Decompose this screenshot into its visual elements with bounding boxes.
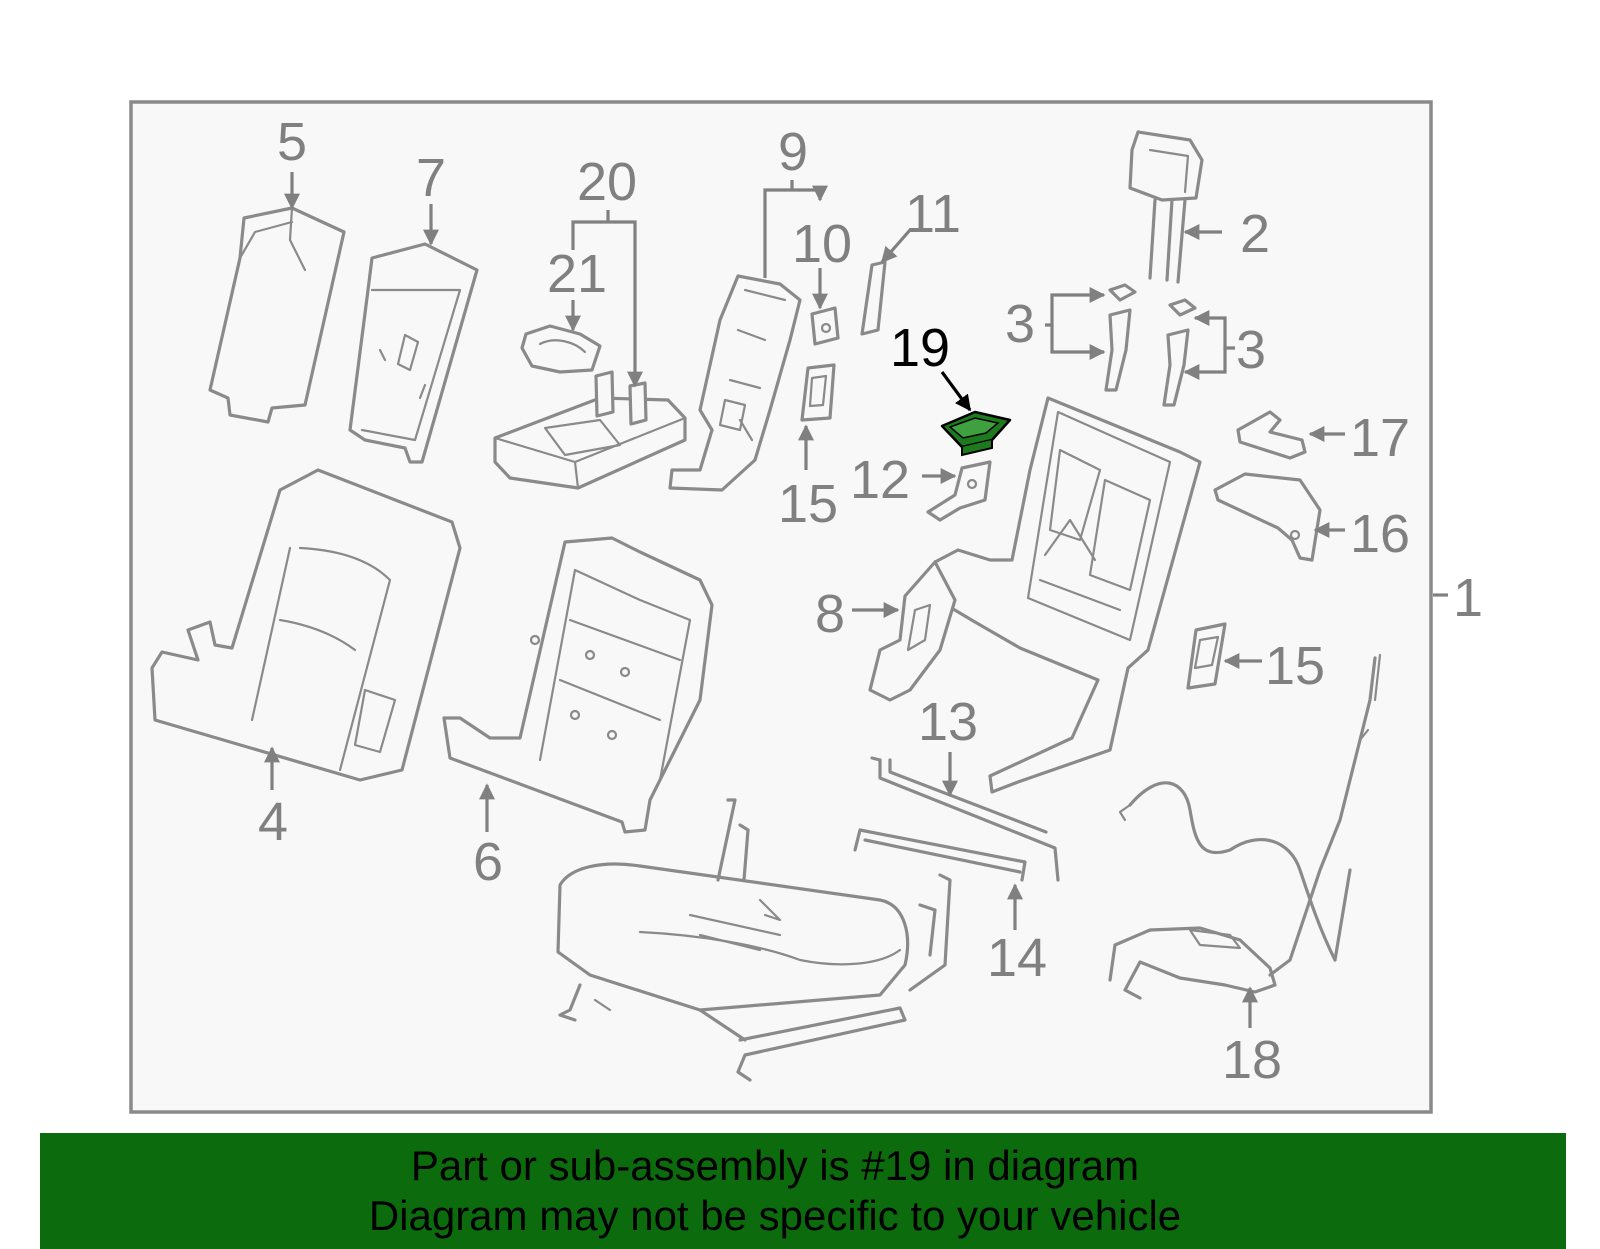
callout-3: 3 <box>1005 294 1035 354</box>
callout-1: 1 <box>1453 568 1483 628</box>
callout-10: 10 <box>792 214 852 274</box>
callout-2: 2 <box>1240 204 1270 264</box>
part-18-cable <box>1108 653 1382 1000</box>
part-8-seat-frame <box>868 396 1202 794</box>
callout-12: 12 <box>850 450 910 510</box>
part-4-back-cushion <box>150 468 462 782</box>
part-12-hinge <box>926 460 992 522</box>
callout-16: 16 <box>1350 504 1410 564</box>
part-3-guides <box>1104 283 1197 407</box>
callout-11: 11 <box>905 184 961 244</box>
callout-18: 18 <box>1222 1030 1282 1090</box>
part-20-armrest <box>493 370 687 490</box>
callout-15: 15 <box>778 474 838 534</box>
part-16-cover <box>1213 472 1322 562</box>
part-14-rod <box>853 828 1027 882</box>
callout-13: 13 <box>918 692 978 752</box>
banner-line-disclaimer: Diagram may not be specific to your vehi… <box>368 1192 1182 1239</box>
part-10-clip <box>810 306 840 346</box>
leader-lines <box>264 172 1448 1028</box>
part-2-headrest <box>1128 130 1204 284</box>
part-5-back-panel <box>208 206 346 424</box>
part-17-trim <box>1236 410 1307 460</box>
callout-21: 21 <box>547 244 607 304</box>
callout-6: 6 <box>473 832 503 892</box>
part-13-rod <box>870 756 1060 882</box>
callout-14: 14 <box>987 928 1047 988</box>
part-6-back-frame <box>442 536 714 834</box>
callout-4: 4 <box>258 792 288 852</box>
callout-20: 20 <box>577 152 637 212</box>
callout-15: 15 <box>1265 636 1325 696</box>
callout-19: 19 <box>890 318 950 378</box>
info-banner: Part or sub-assembly is #19 in diagram D… <box>40 1133 1566 1249</box>
part-15-bezel-lower <box>1186 622 1227 690</box>
callout-labels: 1 2 3 3 4 5 6 7 8 9 10 11 12 13 14 15 15… <box>258 112 1483 1090</box>
part-9-bracket <box>668 274 802 492</box>
part-15-bezel-upper <box>800 363 836 422</box>
callout-17: 17 <box>1350 408 1410 468</box>
part-21-cupholder <box>520 324 602 374</box>
banner-line-part: Part or sub-assembly is #19 in diagram <box>410 1142 1140 1189</box>
callout-7: 7 <box>416 148 446 208</box>
part-7-back-frame <box>348 242 479 464</box>
seat-cushion-assembly <box>556 798 952 1082</box>
part-11-strip <box>860 260 887 336</box>
callout-5: 5 <box>277 112 307 172</box>
part-19-highlighted <box>940 410 1012 457</box>
callout-8: 8 <box>815 584 845 644</box>
callout-3: 3 <box>1236 320 1266 380</box>
callout-9: 9 <box>778 122 808 182</box>
